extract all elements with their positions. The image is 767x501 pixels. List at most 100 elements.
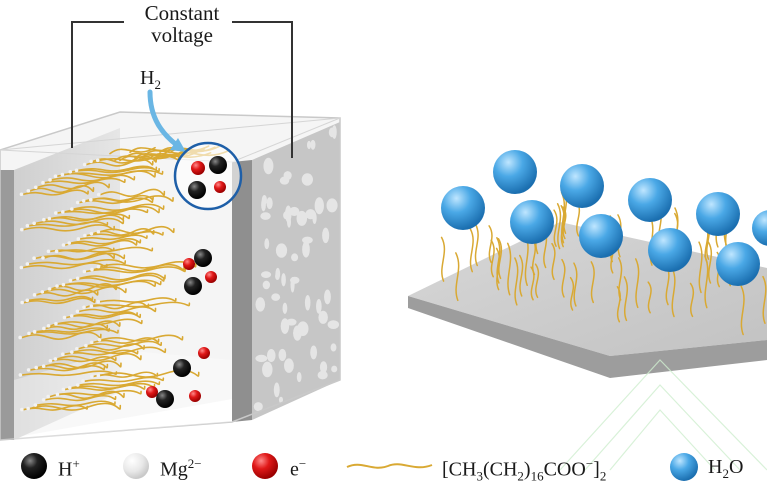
stearate-chain <box>561 258 566 298</box>
legend-magnesium-label: Mg2− <box>160 456 202 481</box>
legend-proton-label: H+ <box>58 456 80 481</box>
particles <box>146 156 227 408</box>
stearate-chain <box>44 360 122 369</box>
stearate-chain <box>518 254 524 297</box>
stearate-chain <box>647 281 652 314</box>
stearate-chain <box>92 194 154 202</box>
stearate-chain <box>671 266 676 318</box>
electrode-texture-spot <box>327 320 340 330</box>
stearate-chain <box>72 311 138 318</box>
mg-ion-dot <box>54 321 58 326</box>
mg-ion-dot <box>25 298 30 303</box>
mg-ion-dot <box>53 357 58 361</box>
mg-ion-dot <box>42 326 46 331</box>
legend-water-icon <box>670 453 698 481</box>
stearate-chain <box>21 331 102 340</box>
mg-ion-dot <box>89 304 94 309</box>
mg-ion-dot <box>32 256 36 261</box>
electrode-texture-spot <box>264 238 270 250</box>
mg-ion-dot <box>74 168 79 173</box>
legend-electron-label: e− <box>290 456 307 481</box>
mg-ion-dot <box>61 352 65 357</box>
electrode-texture-spot <box>255 354 268 363</box>
mg-ion-dot <box>46 324 51 328</box>
wire-left <box>71 21 124 148</box>
mg-ion-dot <box>89 198 93 202</box>
mg-ion-dot <box>32 221 36 226</box>
mg-ion-dot <box>89 340 94 345</box>
electrode-texture-spot <box>318 310 328 324</box>
mg-ion-dot <box>55 284 59 288</box>
mg-ion-dot <box>84 343 88 348</box>
electrode-texture-spot <box>305 209 316 220</box>
mg-ion-dot <box>33 185 38 190</box>
power-supply-label-line2: voltage <box>151 23 213 47</box>
mg-ion-dot <box>67 385 72 390</box>
mg-ion-dot <box>55 392 60 397</box>
stearate-chain <box>553 209 558 247</box>
electrode-texture-spot <box>314 197 324 215</box>
stearate-chain <box>698 241 703 294</box>
stearate-chain <box>495 247 501 291</box>
legend-stearate-icon <box>346 463 433 469</box>
stearate-chain <box>56 353 142 362</box>
mg-ion-dot <box>89 159 93 164</box>
stearate-chain <box>506 242 512 296</box>
electrode-texture-spot <box>278 396 284 404</box>
stearate-chain <box>65 312 142 320</box>
electrode-texture-spot <box>291 253 299 262</box>
electrode-texture-spot <box>326 198 338 213</box>
mg-ion-dot <box>60 172 65 177</box>
mg-ion-dot <box>47 287 52 291</box>
mg-ion-dot <box>42 217 46 222</box>
electrode-texture-spot <box>301 173 313 186</box>
mg-ion-dot <box>96 192 101 197</box>
mg-ion-dot <box>26 368 31 372</box>
stearate-chain <box>469 228 474 273</box>
mg-ion-dot <box>54 249 59 254</box>
mg-ion-dot <box>90 267 94 272</box>
mg-ion-dot <box>48 359 53 363</box>
mg-ion-dot <box>61 387 66 392</box>
electrode-texture-spot <box>261 198 266 212</box>
stearate-chain <box>556 203 562 250</box>
stearate-chain <box>99 369 200 378</box>
mg-ions-surface <box>18 158 102 412</box>
electrode-texture-spot <box>297 321 309 337</box>
mg-ion-dot <box>81 379 85 383</box>
stearate-chain <box>740 285 745 336</box>
stearate-chain <box>70 238 142 245</box>
mg-ion-dot <box>82 305 86 310</box>
right-electrode <box>252 122 340 420</box>
mg-ion-dot <box>96 299 101 304</box>
stearate-chain <box>455 252 460 302</box>
electrode-texture-spot <box>280 318 290 334</box>
stearate-chain <box>78 306 157 314</box>
mg-ion-dot <box>32 293 37 297</box>
mg-ion-dot <box>48 178 52 182</box>
mg-ion-dot <box>20 407 24 412</box>
stearate-chain <box>29 402 122 411</box>
mg-ion-dot <box>89 231 94 236</box>
stearate-chain <box>78 272 166 281</box>
stearate-chain <box>634 258 640 309</box>
electrode-texture-spot <box>310 345 318 360</box>
stearate-chain <box>23 404 89 411</box>
electrode-texture-spot <box>302 241 310 258</box>
mg-ion-dot <box>96 229 101 234</box>
stearate-chain <box>707 241 713 284</box>
legend-proton-icon <box>21 453 47 479</box>
electrode-texture-spot <box>275 272 280 280</box>
mg-ion-dot <box>27 331 31 336</box>
electrode-texture-spot <box>266 348 276 363</box>
stearate-chain <box>72 203 165 211</box>
wire-right <box>232 21 293 158</box>
h2-gas-label: H2 <box>140 67 161 92</box>
electrode-texture-spot <box>322 227 330 244</box>
electrode-texture-spot <box>304 295 311 311</box>
mg-ion-dot <box>69 207 74 211</box>
stearate-chain <box>490 239 495 278</box>
stearate-chain <box>85 266 187 274</box>
mg-ion-dot <box>41 364 46 368</box>
electrode-texture-spot <box>255 297 266 312</box>
